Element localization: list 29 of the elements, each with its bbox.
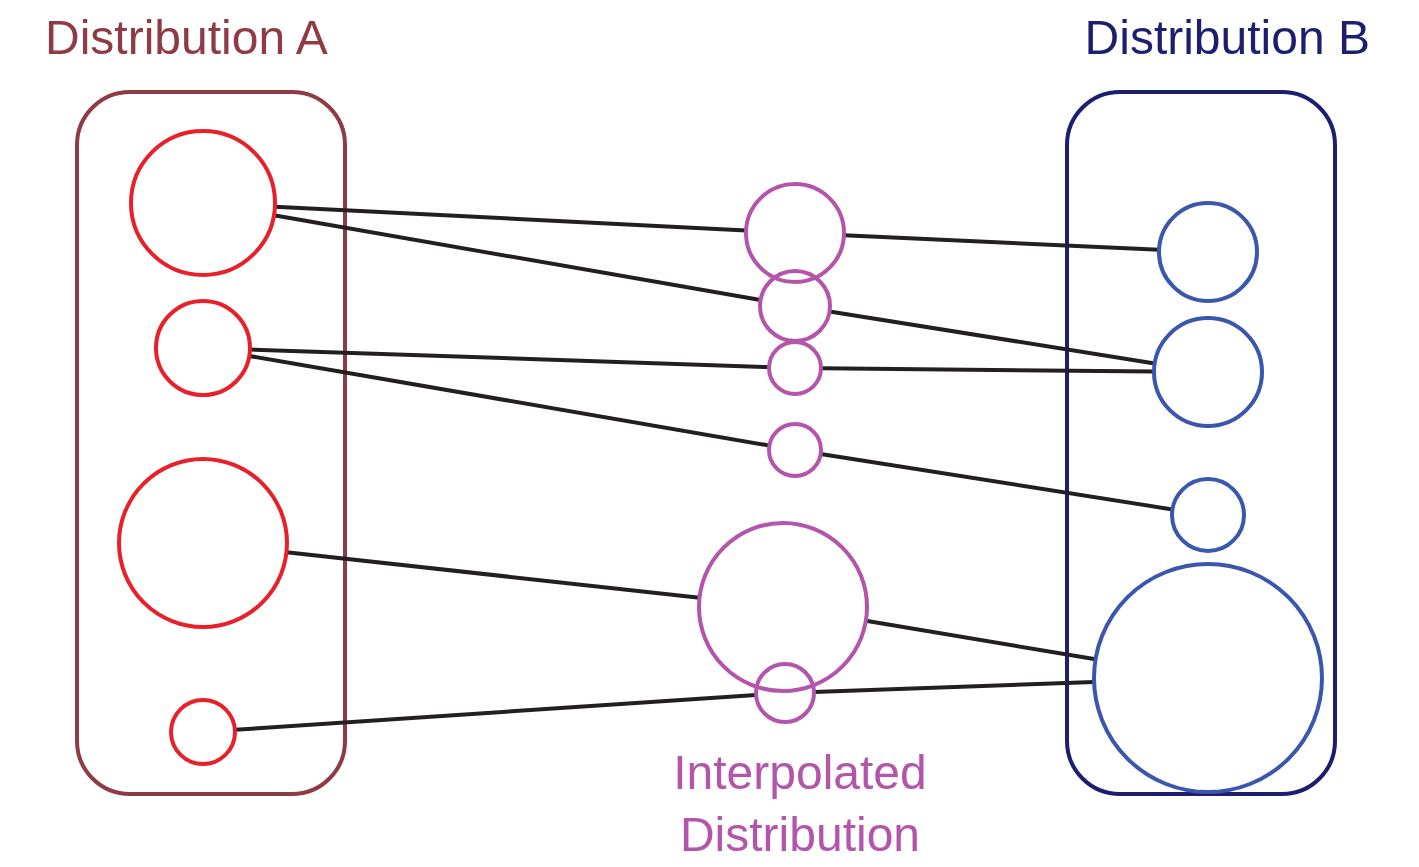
circle	[1170, 477, 1246, 553]
connector-line	[865, 618, 1096, 662]
connector-line	[286, 550, 700, 600]
circle	[767, 340, 823, 396]
circle	[154, 299, 252, 397]
circle	[754, 662, 816, 724]
circle	[758, 269, 832, 343]
connector-line	[820, 452, 1173, 512]
circle	[767, 422, 823, 478]
connector-line	[249, 347, 770, 370]
connector-line	[234, 692, 757, 732]
connector-line	[829, 309, 1155, 366]
connector-line	[274, 204, 747, 233]
connector-line	[273, 213, 761, 302]
connector-line	[843, 233, 1160, 252]
circle	[129, 129, 277, 277]
circle	[169, 698, 237, 766]
group-title: Distribution B	[1084, 10, 1370, 66]
circle	[697, 521, 869, 693]
series-label: Interpolated Distribution	[672, 745, 928, 863]
circle	[117, 457, 289, 629]
circle	[1152, 316, 1264, 428]
circle	[1157, 201, 1259, 303]
connector-line	[249, 354, 770, 448]
connector-line	[813, 680, 1095, 694]
circle	[1092, 562, 1324, 794]
connector-line	[820, 366, 1155, 374]
group-title: Distribution A	[45, 10, 328, 66]
circle	[744, 182, 846, 284]
